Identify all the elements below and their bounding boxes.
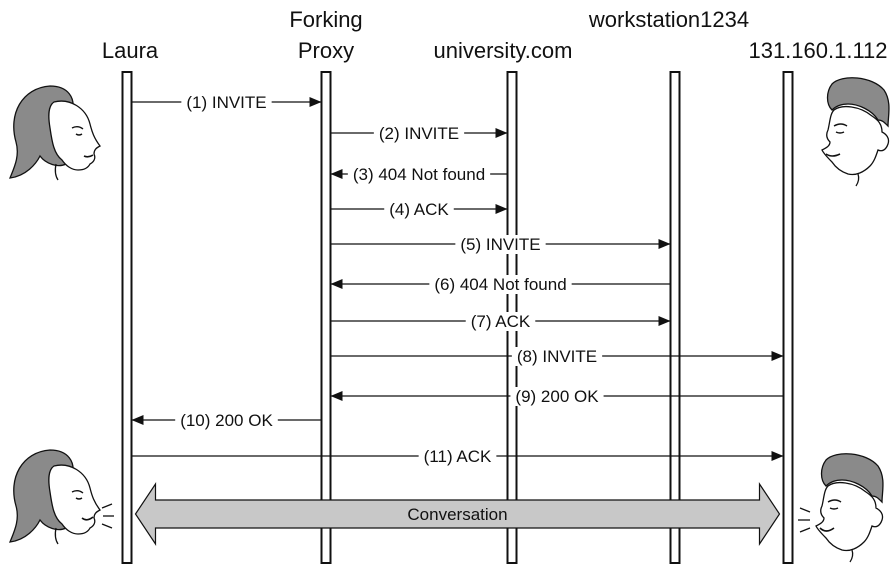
participant-label-proxy: Forking <box>289 7 362 32</box>
message-label-mask <box>432 275 569 294</box>
conversation-double-arrow-shape <box>134 482 781 546</box>
message-4: (4) ACK <box>331 200 508 219</box>
message-label-mask <box>178 411 275 430</box>
conversation-arrow: Conversation <box>134 482 781 546</box>
message-1: (1) INVITE <box>132 93 322 112</box>
message-label-mask <box>387 200 451 219</box>
message-label-mask <box>458 235 543 254</box>
message-5: (5) INVITE <box>331 235 671 254</box>
message-label: (7) ACK <box>471 312 531 331</box>
message-label: (9) 200 OK <box>515 387 599 406</box>
lifeline-workstation <box>669 71 681 564</box>
laura-avatar-top-icon <box>8 85 101 181</box>
message-label-mask <box>350 165 488 184</box>
host-avatar-top-icon <box>821 77 890 187</box>
participant-label-university: university.com <box>434 38 573 63</box>
message-11: (11) ACK <box>132 447 784 466</box>
message-9: (9) 200 OK <box>330 387 783 406</box>
message-label: (4) ACK <box>389 200 449 219</box>
message-label: (2) INVITE <box>379 124 459 143</box>
participant-label-workstation: workstation1234 <box>588 7 749 32</box>
message-8: (8) INVITE <box>331 347 784 366</box>
participant-label-proxy: Proxy <box>298 38 354 63</box>
message-label: (3) 404 Not found <box>353 165 485 184</box>
message-label: (10) 200 OK <box>180 411 273 430</box>
lifeline-laura <box>121 71 133 564</box>
message-3: (3) 404 Not found <box>330 165 507 184</box>
laura-avatar-bottom-icon <box>8 449 114 545</box>
conversation-label: Conversation <box>407 505 507 524</box>
message-7: (7) ACK <box>331 312 671 331</box>
message-label-mask <box>513 387 601 406</box>
lifeline-proxy <box>320 71 332 564</box>
message-label: (6) 404 Not found <box>434 275 566 294</box>
lifelines <box>121 71 794 564</box>
message-10: (10) 200 OK <box>131 411 321 430</box>
message-label-mask <box>421 447 494 466</box>
message-label: (11) ACK <box>424 447 492 466</box>
message-label: (8) INVITE <box>517 347 597 366</box>
message-2: (2) INVITE <box>331 124 508 143</box>
message-6: (6) 404 Not found <box>330 275 670 294</box>
message-label: (1) INVITE <box>186 93 266 112</box>
host-avatar-bottom-icon <box>798 453 884 563</box>
lifeline-host <box>782 71 794 564</box>
participant-label-host: 131.160.1.112 <box>748 38 887 63</box>
message-label-mask <box>468 312 533 331</box>
message-label-mask <box>184 93 269 112</box>
message-label: (5) INVITE <box>460 235 540 254</box>
participant-label-laura: Laura <box>102 38 159 63</box>
message-arrows: (1) INVITE (2) INVITE (3) 404 Not found (4)… <box>131 93 784 466</box>
message-label-mask <box>376 124 462 143</box>
message-label-mask <box>514 347 600 366</box>
